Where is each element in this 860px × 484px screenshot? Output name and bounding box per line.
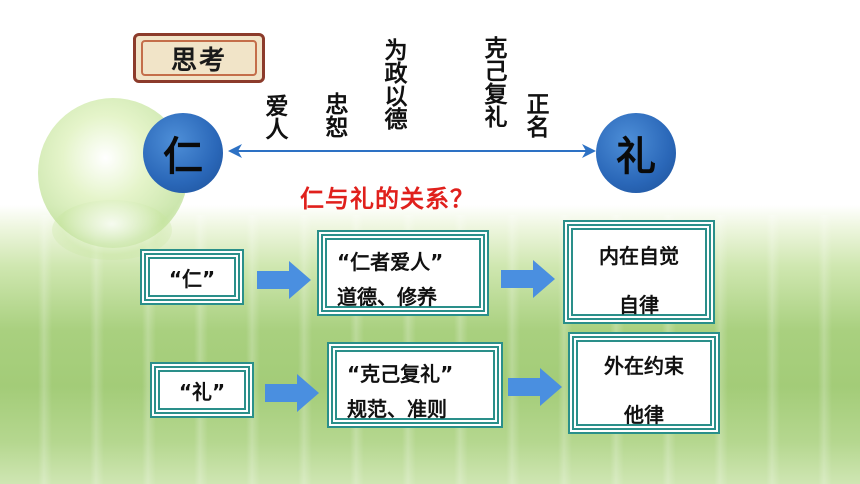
label-weizhengyide: 为政以德: [380, 38, 406, 130]
ren-nature-line2: 自律: [619, 293, 659, 317]
axis-right-arrowhead: [582, 144, 596, 158]
label-zhongshu: 忠恕: [321, 92, 347, 138]
ren-circle: 仁: [143, 113, 223, 193]
row1-arrow-1: [257, 261, 311, 299]
ren-definition-box: “仁者爱人” 道德、修养: [325, 238, 481, 309]
li-nature-line2: 他律: [624, 403, 664, 427]
label-zhengming: 正名: [522, 92, 548, 138]
row2-arrow-2: [508, 368, 562, 406]
ren-definition-line2: 道德、修养: [337, 285, 437, 309]
ren-nature-box: 内在自觉 自律: [571, 228, 707, 317]
li-circle: 礼: [596, 113, 676, 193]
li-definition-line1: “克己复礼”: [347, 362, 454, 386]
label-airen: 爱人: [261, 94, 287, 140]
ren-definition-line1: “仁者爱人”: [337, 250, 444, 274]
decorative-orb-reflection: [52, 200, 172, 260]
ren-nature-line1: 内在自觉: [599, 244, 679, 268]
li-nature-box: 外在约束 他律: [576, 340, 712, 427]
title-text: 思考: [141, 40, 257, 76]
li-definition-box: “克己复礼” 规范、准则: [335, 350, 495, 421]
axis-left-arrowhead: [228, 144, 242, 158]
question-text: 仁与礼的关系？: [300, 185, 475, 213]
li-definition-line2: 规范、准则: [347, 397, 447, 421]
title-frame: 思考: [133, 33, 265, 83]
row1-arrow-2: [501, 260, 555, 298]
relation-axis: [232, 150, 592, 152]
li-box: “礼”: [158, 370, 246, 410]
row2-arrow-1: [265, 374, 319, 412]
li-nature-line1: 外在约束: [604, 354, 684, 378]
ren-box: “仁”: [148, 257, 236, 297]
label-kejifuli: 克己复礼: [480, 36, 506, 128]
